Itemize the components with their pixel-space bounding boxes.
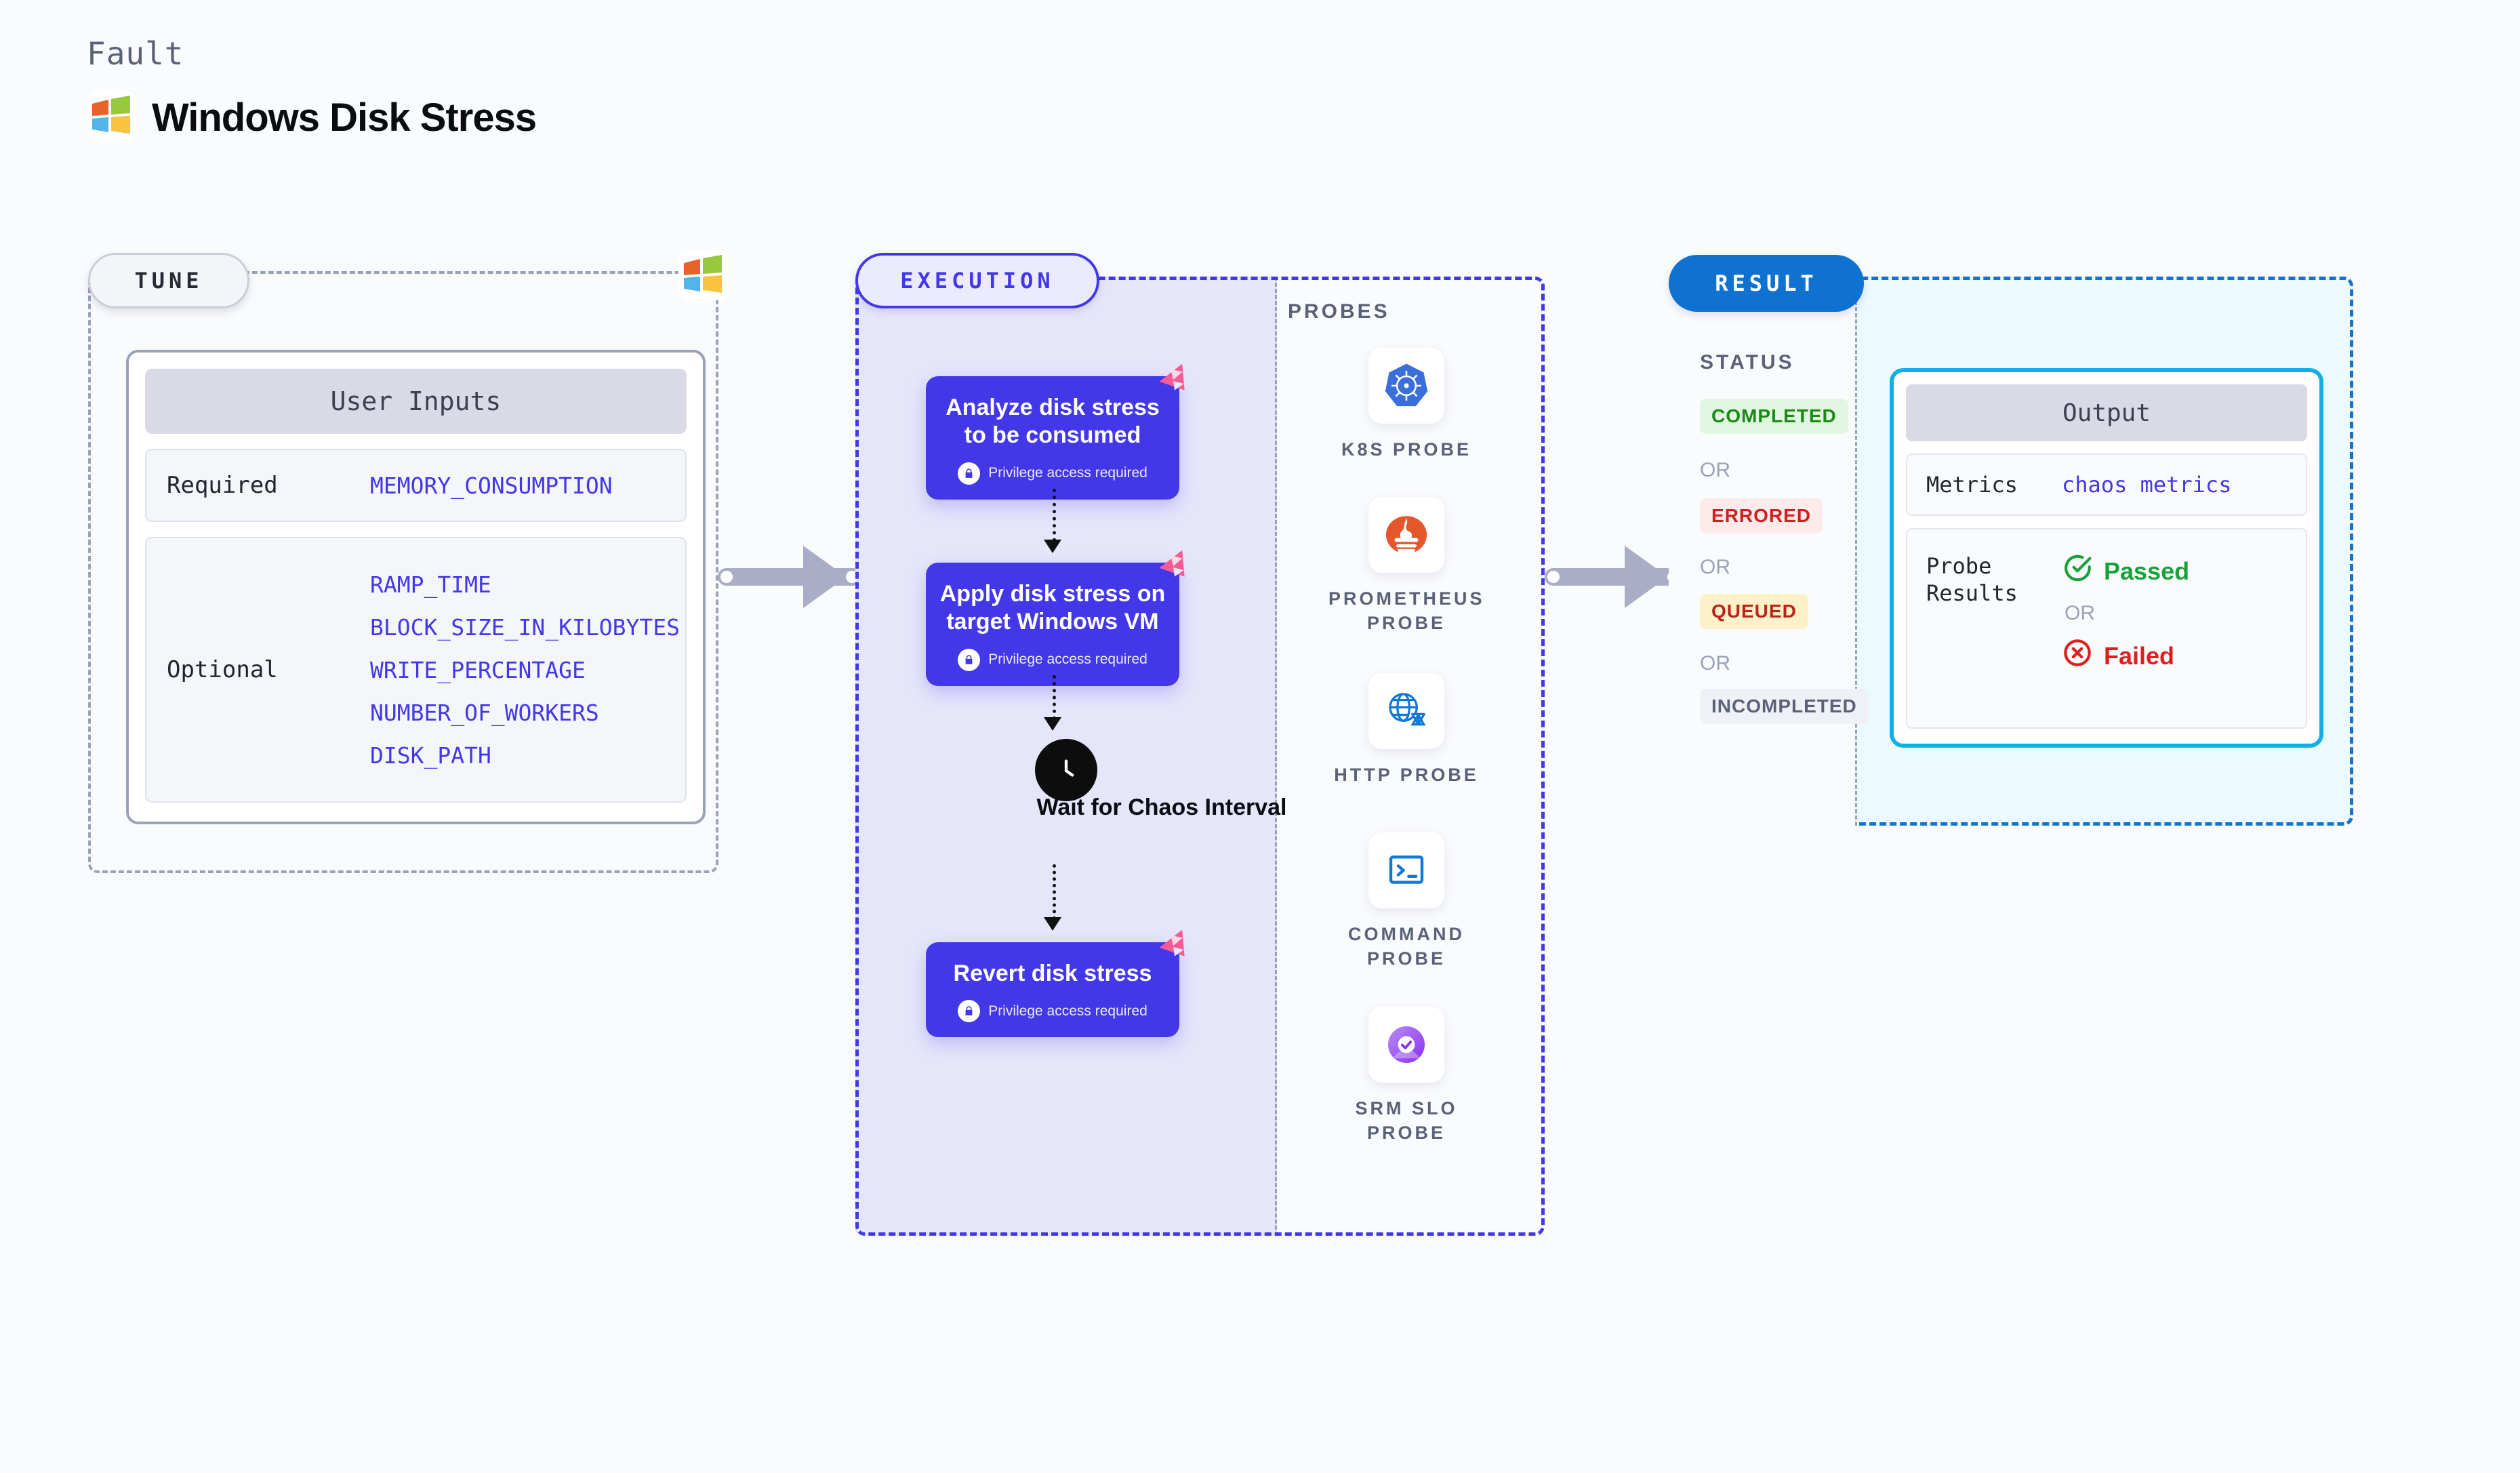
tune-panel: [88, 271, 718, 873]
step-title: Analyze disk stress to be consumed: [946, 395, 1160, 449]
user-inputs-title: User Inputs: [145, 369, 687, 434]
verdict-failed: Failed: [2062, 637, 2189, 674]
or-label: OR: [1700, 459, 1730, 481]
optional-label: Optional: [167, 656, 278, 683]
chaos-badge-icon: [1154, 361, 1196, 407]
status-section-label: STATUS: [1700, 351, 1795, 374]
privilege-note: Privilege access required: [939, 1000, 1166, 1023]
privilege-text: Privilege access required: [988, 465, 1147, 481]
prometheus-icon: [1368, 497, 1444, 573]
srm-slo-icon: [1368, 1007, 1444, 1083]
required-values: MEMORY_CONSUMPTION: [370, 472, 613, 499]
or-label: OR: [1700, 556, 1730, 578]
input-name: RAMP_TIME: [370, 571, 491, 598]
privilege-text: Privilege access required: [988, 1003, 1147, 1019]
or-label: OR: [1700, 652, 1730, 674]
probe-results-key: Probe Results: [1926, 553, 2018, 606]
windows-logo-icon: [678, 249, 729, 304]
output-probe-results-row: Probe Results Passed OR Failed: [1906, 528, 2307, 729]
input-name: NUMBER_OF_WORKERS: [370, 699, 599, 726]
title-row: Windows Disk Stress: [87, 91, 537, 144]
step-title: Apply disk stress on target Windows VM: [939, 581, 1166, 635]
status-badge: ERRORED: [1700, 498, 1823, 533]
execution-panel: [855, 277, 1545, 1236]
probe-item[interactable]: PROMETHEUS PROBE: [1328, 497, 1484, 636]
execution-step[interactable]: Analyze disk stress to be consumed Privi…: [926, 363, 1185, 500]
optional-inputs-row: Optional RAMP_TIME BLOCK_SIZE_IN_KILOBYT…: [145, 537, 687, 803]
input-name: WRITE_PERCENTAGE: [370, 656, 586, 683]
kubernetes-icon: [1368, 348, 1444, 424]
required-label: Required: [167, 472, 278, 499]
input-name: MEMORY_CONSUMPTION: [370, 472, 613, 499]
x-circle-icon: [2062, 637, 2093, 674]
wait-step-label: Wait for Chaos Interval: [1036, 794, 1287, 820]
clock-icon: [1035, 739, 1097, 801]
optional-values: RAMP_TIME BLOCK_SIZE_IN_KILOBYTES WRITE_…: [370, 571, 680, 769]
probe-label: HTTP PROBE: [1334, 765, 1479, 785]
probe-item[interactable]: K8S PROBE: [1328, 348, 1484, 462]
probe-verdicts: Passed OR Failed: [2062, 552, 2189, 674]
status-badge: INCOMPLETED: [1700, 689, 1869, 724]
privilege-note: Privilege access required: [939, 462, 1166, 485]
or-label: OR: [2065, 602, 2095, 624]
lock-icon: [958, 462, 981, 485]
output-metrics-row: Metrics chaos metrics: [1906, 453, 2307, 516]
lock-icon: [958, 1000, 981, 1023]
tune-pill[interactable]: TUNE: [88, 253, 249, 308]
metrics-value: chaos metrics: [2062, 472, 2232, 498]
output-title: Output: [1906, 384, 2307, 441]
passed-label: Passed: [2104, 557, 2190, 585]
probe-item[interactable]: HTTP PROBE: [1328, 673, 1484, 787]
probes-section-label: PROBES: [1288, 300, 1390, 323]
windows-logo-icon: [87, 91, 137, 144]
required-inputs-row: Required MEMORY_CONSUMPTION: [145, 449, 687, 522]
terminal-icon: [1368, 832, 1444, 908]
probe-label: COMMAND PROBE: [1348, 924, 1465, 969]
check-circle-icon: [2062, 552, 2093, 590]
http-globe-warning-icon: [1368, 673, 1444, 749]
chaos-badge-icon: [1154, 548, 1196, 593]
output-card: Output Metrics chaos metrics Probe Resul…: [1890, 368, 2323, 748]
result-status-column: [1669, 277, 1857, 826]
chaos-badge-icon: [1154, 927, 1196, 973]
verdict-passed: Passed: [2062, 552, 2189, 590]
privilege-note: Privilege access required: [939, 648, 1166, 671]
input-name: BLOCK_SIZE_IN_KILOBYTES: [370, 613, 680, 641]
status-badge: QUEUED: [1700, 594, 1808, 629]
execution-step[interactable]: Apply disk stress on target Windows VM P…: [926, 550, 1185, 686]
probe-item[interactable]: SRM SLO PROBE: [1328, 1007, 1484, 1146]
step-title: Revert disk stress: [953, 961, 1152, 986]
result-pill[interactable]: RESULT: [1669, 255, 1864, 312]
page-header: Fault Windows Disk Stress: [87, 35, 537, 144]
input-name: DISK_PATH: [370, 742, 491, 769]
user-inputs-card: User Inputs Required MEMORY_CONSUMPTION …: [126, 350, 706, 824]
metrics-key: Metrics: [1926, 472, 2018, 498]
probe-label: K8S PROBE: [1341, 439, 1472, 460]
status-badge: COMPLETED: [1700, 399, 1848, 434]
failed-label: Failed: [2104, 641, 2175, 670]
execution-pill[interactable]: EXECUTION: [855, 253, 1099, 308]
eyebrow-label: Fault: [87, 35, 184, 72]
privilege-text: Privilege access required: [988, 651, 1147, 668]
probe-label: SRM SLO PROBE: [1355, 1098, 1458, 1144]
probe-item[interactable]: COMMAND PROBE: [1328, 832, 1484, 971]
page-title: Windows Disk Stress: [152, 96, 537, 140]
probe-label: PROMETHEUS PROBE: [1328, 588, 1485, 634]
lock-icon: [958, 648, 981, 671]
execution-step[interactable]: Revert disk stress Privilege access requ…: [926, 929, 1185, 1038]
